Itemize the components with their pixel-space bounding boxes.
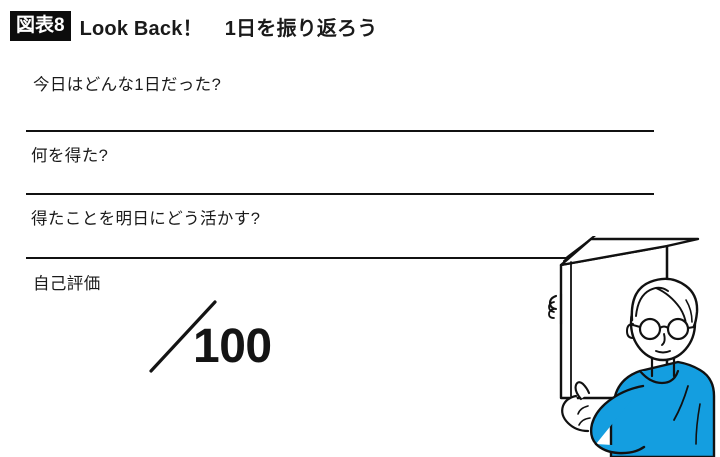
self-evaluation-label: 自己評価 — [33, 275, 101, 293]
score-max-value: 100 — [193, 320, 272, 373]
self-evaluation-score: 100 — [145, 296, 290, 381]
hair — [630, 277, 699, 328]
right-arm — [589, 384, 646, 455]
worksheet-header: 図表8 Look Back！ 1日を振り返ろう — [10, 11, 377, 41]
answer-rule-2 — [26, 193, 654, 195]
face-features — [655, 333, 671, 354]
left-hand-icon — [548, 292, 563, 326]
person-holding-book-illustration — [548, 236, 716, 457]
answer-rule-1 — [26, 130, 654, 132]
question-label-3: 得たことを明日にどう活かす? — [31, 210, 261, 228]
score-slash-icon — [149, 300, 217, 373]
question-label-2: 何を得た? — [31, 147, 109, 165]
glasses-icon — [632, 317, 695, 341]
question-label-1: 今日はどんな1日だった? — [33, 76, 222, 94]
figure-number-badge: 図表8 — [10, 11, 71, 41]
page-title: Look Back！ — [79, 17, 203, 40]
right-hand-icon — [561, 381, 591, 433]
answer-rule-3 — [26, 257, 571, 259]
book-icon — [559, 236, 700, 400]
page-subtitle: 1日を振り返ろう — [224, 17, 378, 40]
torso-shirt — [609, 360, 716, 457]
